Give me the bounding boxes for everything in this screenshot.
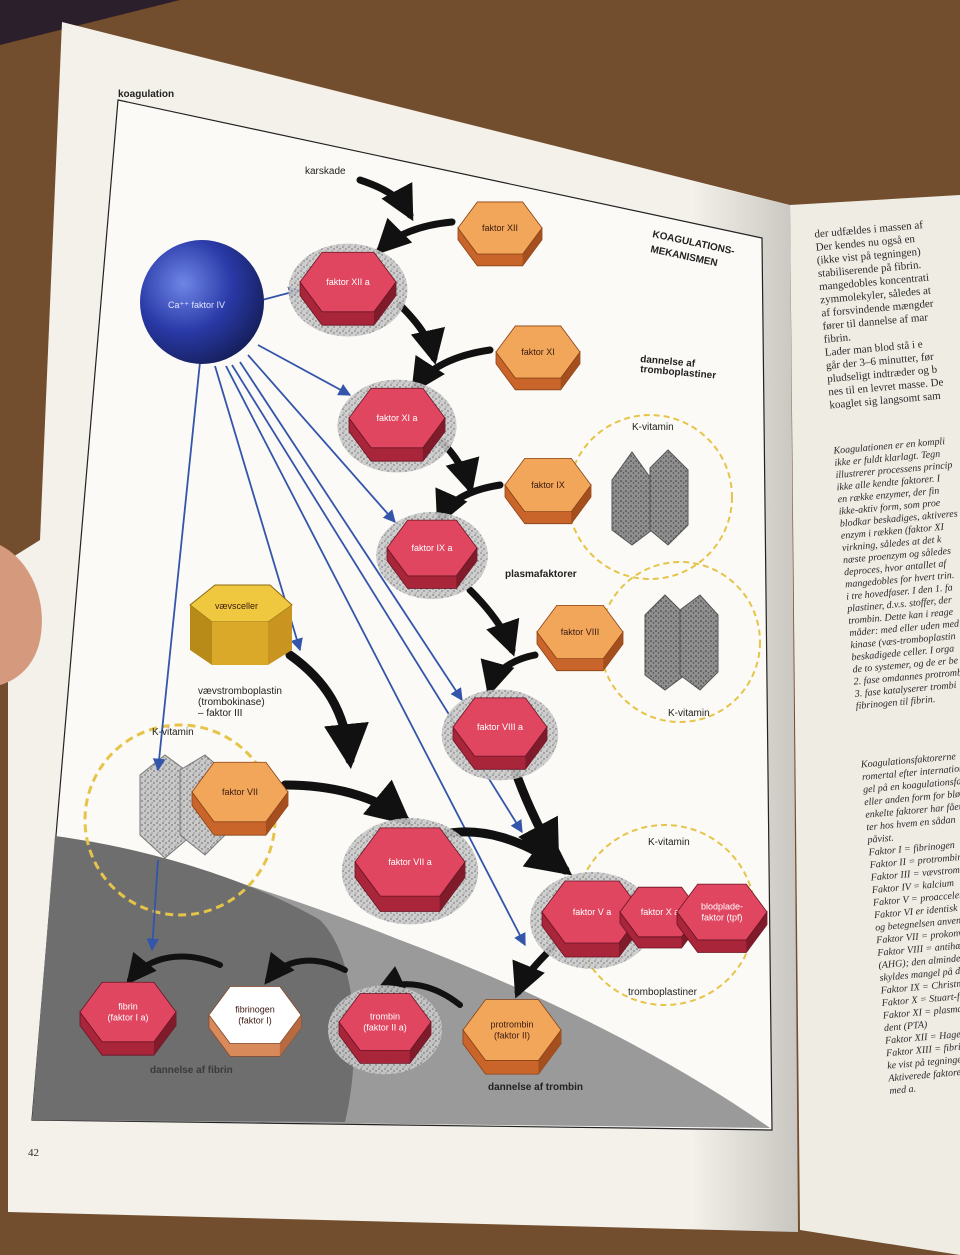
vaevsceller-block: vævsceller (189, 584, 293, 665)
hex-faktor-viiia-label: faktor VIII a (477, 722, 523, 732)
prose-line: med a. (889, 1084, 917, 1097)
hex-trombin-label-1: trombin (370, 1012, 400, 1022)
prose-line: påvist. (866, 833, 894, 846)
hex-faktor-xiia: faktor XII a (288, 243, 408, 337)
hex-faktor-xiia-label: faktor XII a (326, 277, 370, 287)
vaevstrom-label-2: (trombokinase) (198, 697, 265, 708)
hex-faktor-ixa-label: faktor IX a (411, 543, 452, 553)
receptor-viii (644, 594, 719, 691)
kvitamin-label-vii: K-vitamin (152, 727, 194, 738)
hex-faktor-viii: faktor VIII (536, 604, 624, 672)
hex-fibrin-label-1: fibrin (118, 1002, 138, 1012)
plasmafaktorer-label: plasmafaktorer (505, 569, 577, 580)
dannelse-fibrin-label: dannelse af fibrin (150, 1065, 233, 1076)
hex-faktor-xia: faktor XI a (337, 379, 457, 473)
hex-faktor-ix-label: faktor IX (531, 480, 565, 490)
hex-fibrinogen: fibrinogen(faktor I) (208, 986, 302, 1057)
hex-faktor-xia-label: faktor XI a (376, 413, 417, 423)
hex-trombin: trombin(faktor II a) (327, 985, 443, 1075)
hex-fibrin: fibrin(faktor I a) (79, 981, 177, 1056)
hex-faktor-xa-label: faktor X a (641, 907, 680, 917)
hex-blodpladefaktor-label-1: blodplade- (701, 902, 743, 912)
kvitamin-label-ix: K-vitamin (632, 422, 674, 433)
hex-faktor-xi-label: faktor XI (521, 347, 555, 357)
vaevsceller-label: vævsceller (215, 601, 258, 611)
hex-fibrin-label-2: (faktor I a) (107, 1013, 148, 1023)
dark-book-corner (0, 0, 180, 45)
thumb (0, 545, 42, 685)
hex-faktor-viia-label: faktor VII a (388, 857, 432, 867)
tromboplastiner-label: tromboplastiner (628, 987, 698, 998)
hex-faktor-xii: faktor XII (457, 201, 543, 267)
hex-blodpladefaktor-label-2: faktor (tpf) (701, 913, 742, 923)
hex-faktor-viii-label: faktor VIII (561, 627, 600, 637)
hex-blodpladefaktor: blodplade-faktor (tpf) (676, 883, 768, 953)
calcium-sphere (140, 240, 264, 364)
hex-trombin-label-2: (faktor II a) (363, 1023, 407, 1033)
hex-faktor-viiia: faktor VIII a (441, 689, 559, 781)
hex-protrombin-label-2: (faktor II) (494, 1031, 530, 1041)
calcium-label: Ca⁺⁺ faktor IV (168, 300, 225, 310)
kvitamin-ring-ix (567, 414, 733, 580)
hex-faktor-va-label: faktor V a (573, 907, 612, 917)
right-page (790, 195, 960, 1255)
hex-protrombin: protrombin(faktor II) (462, 999, 562, 1075)
prose-line: fibrin. (823, 331, 851, 345)
kvitamin-label-viii: K-vitamin (668, 708, 710, 719)
receptor-ix (611, 449, 689, 546)
hex-faktor-xi: faktor XI (495, 325, 581, 391)
hex-faktor-xii-label: faktor XII (482, 223, 518, 233)
hex-faktor-vii-label: faktor VII (222, 787, 258, 797)
kvitamin-label-x: K-vitamin (648, 837, 690, 848)
hex-faktor-ixa: faktor IX a (376, 512, 488, 600)
karskade-label: karskade (305, 166, 346, 177)
hex-faktor-viia: faktor VII a (341, 818, 479, 925)
hex-fibrinogen-label-1: fibrinogen (235, 1005, 275, 1015)
hex-faktor-vii: faktor VII (191, 761, 289, 836)
hex-faktor-ix: faktor IX (504, 457, 592, 525)
prose-line: dent (PTA) (884, 1019, 929, 1034)
dannelse-trombin-label: dannelse af trombin (488, 1082, 583, 1093)
running-head: koagulation (118, 89, 174, 100)
hex-protrombin-label-1: protrombin (490, 1020, 533, 1030)
page-number: 42 (28, 1147, 39, 1159)
vaevstrom-label-1: vævstromboplastin (198, 686, 282, 697)
label-dannelse-1: dannelse af (640, 354, 696, 370)
hex-fibrinogen-label-2: (faktor I) (238, 1016, 272, 1026)
hex-faktor-va: faktor V a (530, 872, 654, 969)
vaevstrom-label-3: – faktor III (198, 708, 242, 719)
